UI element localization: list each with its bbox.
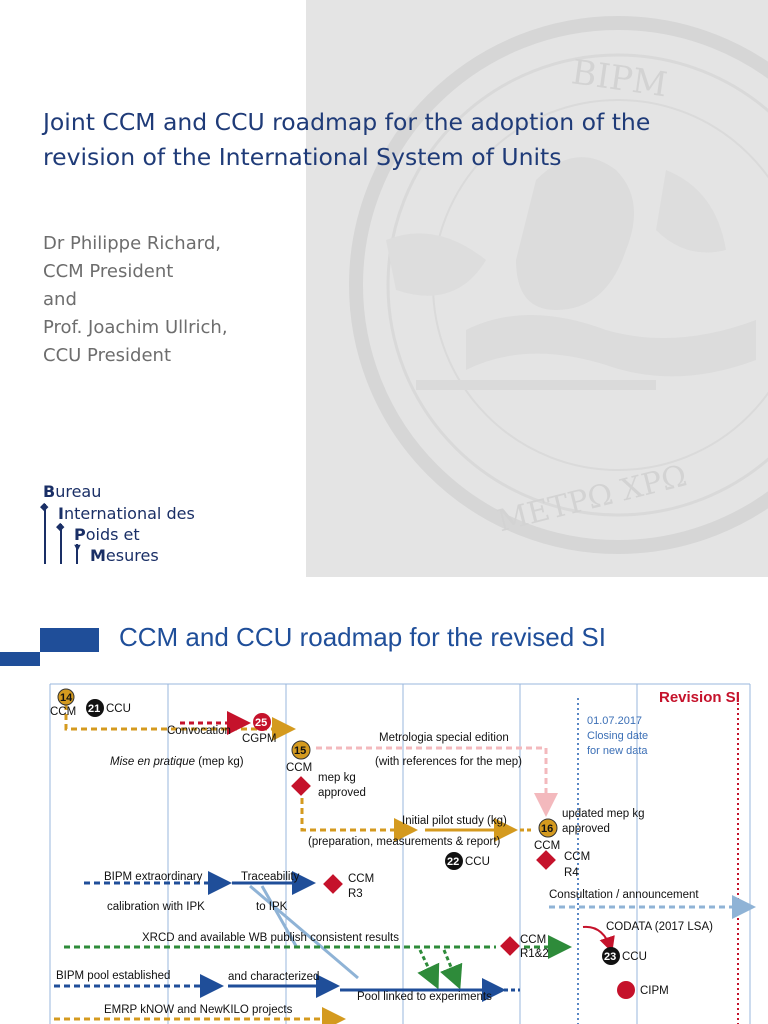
decision-diamond (536, 850, 556, 870)
svg-text:CCU: CCU (465, 856, 490, 868)
ccm-r12-label: R1&2 (520, 948, 549, 960)
logo-text: esures (105, 546, 159, 565)
milestone-cipm: CIPM (617, 981, 669, 999)
logo-initial: P (74, 525, 86, 544)
time-grid (49, 683, 751, 1024)
mise-en-pratique-label: Mise en pratique (mep kg) (110, 756, 244, 768)
svg-text:21: 21 (88, 703, 100, 715)
milestone-ccm-15: 15 CCM (286, 740, 312, 774)
updated-mep-label: approved (562, 823, 610, 835)
closing-date-label: for new data (587, 745, 648, 757)
decision-diamond (291, 776, 311, 796)
bipm-calibration-label: BIPM extraordinary (104, 871, 203, 883)
ccm-r3-label: R3 (348, 888, 363, 900)
revision-si-label: Revision SI (659, 689, 740, 706)
svg-text:14: 14 (60, 692, 73, 704)
decision-diamond (500, 936, 520, 956)
consultation-label: Consultation / announcement (549, 889, 699, 901)
seal-text-bottom: ΜΕΤΡΩ ΧΡΩ (494, 458, 690, 539)
roadmap-title: CCM and CCU roadmap for the revised SI (119, 622, 606, 652)
svg-text:15: 15 (294, 745, 306, 757)
title-accent-bar (0, 652, 40, 666)
svg-text:CGPM: CGPM (242, 733, 277, 745)
svg-text:CCM: CCM (534, 840, 560, 852)
title-slide: BIPM ΜΕΤΡΩ ΧΡΩ Joint CCM and CCU roadmap… (40, 0, 768, 577)
logo-text: nternational des (63, 504, 195, 523)
logo-initial: B (43, 482, 56, 501)
bipm-logo: ◆ ◆ ▼ Bureau International des Poids et … (40, 482, 195, 565)
svg-text:CIPM: CIPM (640, 985, 669, 997)
logo-initial: I (58, 504, 64, 523)
ccm-r4-label: CCM (564, 851, 590, 863)
bipm-seal-watermark: BIPM ΜΕΤΡΩ ΧΡΩ (349, 16, 768, 554)
pilot-study-label: (preparation, measurements & report) (308, 836, 501, 848)
author-line: CCU President (43, 345, 171, 366)
ccm-r12-label: CCM (520, 934, 546, 946)
logo-text: ureau (55, 482, 102, 501)
pilot-study-label: Initial pilot study (kg) (402, 815, 507, 827)
milestone-ccm-14: 14 CCM (50, 688, 76, 718)
author-line: Dr Philippe Richard, (43, 233, 221, 254)
characterized-label: and characterized (228, 971, 319, 983)
seal-text-top: BIPM (569, 52, 670, 105)
xrcd-label: XRCD and available WB publish consistent… (142, 932, 399, 944)
milestone-ccu-23: 23 CCU (602, 947, 647, 965)
svg-text:CCM: CCM (50, 706, 76, 718)
pool-established-label: BIPM pool established (56, 970, 170, 982)
roadmap-slide: CCM and CCU roadmap for the revised SI R… (0, 586, 768, 1024)
milestone-cgpm-25: 25 CGPM (242, 713, 277, 745)
mep-kg-label: approved (318, 787, 366, 799)
author-line: Prof. Joachim Ullrich, (43, 317, 228, 338)
author-line: CCM President (43, 261, 174, 282)
codata-label: CODATA (2017 LSA) (606, 921, 713, 933)
closing-date-label: Closing date (587, 730, 648, 742)
bipm-calibration-label: calibration with IPK (107, 901, 205, 913)
logo-text: oids et (85, 525, 140, 544)
milestone-ccu-22: 22 CCU (445, 852, 490, 870)
ccm-r4-label: R4 (564, 867, 579, 879)
updated-mep-label: updated mep kg (562, 808, 644, 820)
title-accent-bar (40, 628, 99, 652)
bipm-seal-panel: BIPM ΜΕΤΡΩ ΧΡΩ (306, 0, 768, 577)
slide-title-line-1: Joint CCM and CCU roadmap for the adopti… (43, 108, 651, 136)
svg-text:25: 25 (255, 717, 267, 729)
svg-text:CCM: CCM (286, 762, 312, 774)
pool-linked-label: Pool linked to experiments (357, 991, 492, 1003)
milestone-ccu-21: 21 CCU (86, 699, 131, 717)
closing-date: 01.07.2017 (587, 715, 642, 727)
svg-text:CCU: CCU (106, 703, 131, 715)
traceability-label: to IPK (256, 901, 288, 913)
milestone-ccm-16: 16 CCM (534, 818, 560, 852)
svg-text:CCU: CCU (622, 951, 647, 963)
svg-text:16: 16 (541, 823, 553, 835)
decision-diamond (323, 874, 343, 894)
convocation-label: Convocation (167, 725, 231, 737)
mep-kg-label: mep kg (318, 772, 356, 784)
svg-text:22: 22 (447, 856, 459, 868)
ccm-r3-label: CCM (348, 873, 374, 885)
metrologia-label: Metrologia special edition (379, 732, 509, 744)
traceability-label: Traceability (241, 871, 300, 883)
slide-title-line-2: revision of the International System of … (43, 143, 562, 171)
logo-initial: M (90, 546, 106, 565)
metrologia-label: (with references for the mep) (375, 756, 522, 768)
roadmap-diagram: Revision SI 01.07.2017 Closing date for … (49, 683, 756, 1024)
author-line: and (43, 289, 77, 310)
emrp-label: EMRP kNOW and NewKILO projects (104, 1004, 293, 1016)
svg-text:23: 23 (604, 951, 616, 963)
